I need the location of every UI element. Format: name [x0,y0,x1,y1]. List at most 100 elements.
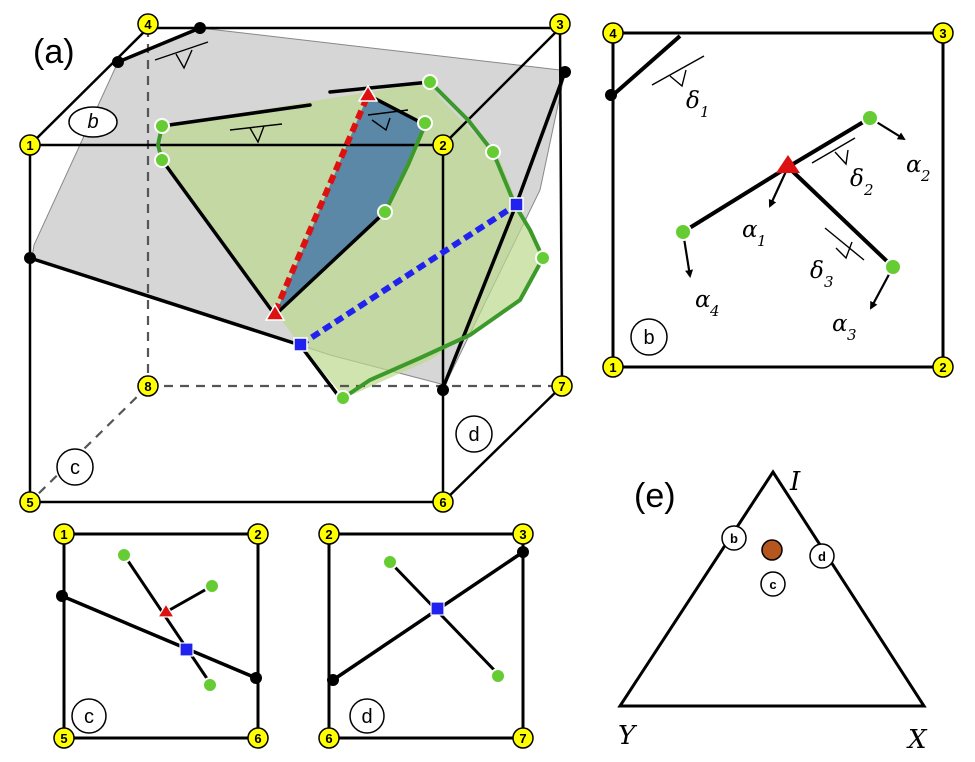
red-dashed-line [272,93,371,314]
svg-text:1: 1 [609,360,616,375]
red-triangle-marker [776,155,800,173]
svg-text:δ: δ [686,88,700,114]
corner-markers-c: 1 2 5 6 [53,523,269,749]
face-label-d: d [455,415,493,453]
panel-c: c 1 2 5 6 [53,523,269,749]
corner-1: 1 [19,134,41,156]
svg-text:1: 1 [60,527,67,542]
blue-plane [275,95,425,315]
vertex-right-label: X [906,725,928,755]
trace-lines [28,26,567,400]
svg-text:2: 2 [439,138,446,153]
panel-e-title: (e) [634,477,676,515]
svg-text:b: b [643,327,654,349]
panel-a-title: (a) [33,33,75,71]
red-triangle-marker [156,602,176,618]
panel-c-label: c [71,698,107,734]
corner-markers-a: 1 2 3 4 5 6 7 8 [19,13,573,513]
brown-point [761,539,783,561]
panel-b-label: b [630,318,668,356]
marker-b: b [721,525,747,551]
svg-text:5: 5 [26,495,33,510]
red-triangle-marker [264,303,286,321]
corner-7: 7 [551,375,573,397]
svg-text:α: α [695,287,711,313]
corner-5: 5 [19,491,41,513]
svg-text:6: 6 [254,731,261,746]
svg-text:8: 8 [144,379,151,394]
svg-text:α: α [906,152,922,178]
red-triangle-marker [357,84,379,102]
panel-d: d 2 3 6 7 [318,523,534,749]
corner-2: 2 [432,134,454,156]
corner-8: 8 [137,375,159,397]
blue-dashed-line [298,202,518,348]
corner-3: 3 [549,13,571,35]
surface-label-b: b [68,106,118,138]
svg-text:4: 4 [144,17,152,32]
svg-text:3: 3 [939,26,946,41]
svg-text:7: 7 [558,379,565,394]
marker-d: d [809,543,835,569]
svg-text:b: b [87,111,98,133]
svg-text:4: 4 [709,302,720,320]
svg-text:3: 3 [824,273,834,291]
svg-text:3: 3 [519,527,526,542]
svg-text:2: 2 [920,167,931,185]
corner-6: 6 [432,491,454,513]
svg-text:1: 1 [757,232,767,250]
black-nodes [24,22,571,396]
svg-text:5: 5 [60,731,67,746]
svg-text:d: d [361,706,372,728]
svg-text:α: α [832,311,848,337]
svg-text:4: 4 [609,26,617,41]
panel-b-frame [611,31,945,369]
vertex-top-label: I [789,467,801,497]
blue-square-marker [509,197,524,212]
corner-4: 4 [137,13,159,35]
svg-text:6: 6 [439,495,446,510]
blue-square-marker [430,601,445,616]
hidden-edges [29,28,562,503]
blue-square-marker [293,337,308,352]
corner-markers-b: 4 3 1 2 [602,22,954,378]
svg-text:δ: δ [810,258,824,284]
svg-text:α: α [742,217,758,243]
panel-e: (e) I Y X b c d [617,467,928,755]
panel-d-label: d [349,698,385,734]
svg-text:7: 7 [519,731,526,746]
face-label-c: c [56,448,94,486]
vertex-left-label: Y [618,721,638,751]
blue-square-marker [179,642,194,657]
svg-text:d: d [818,549,826,564]
dip-ticks [154,41,409,144]
svg-text:d: d [468,424,479,446]
svg-text:c: c [70,457,80,479]
marker-c: c [760,571,786,597]
svg-text:2: 2 [939,360,946,375]
svg-text:1: 1 [26,138,33,153]
svg-text:2: 2 [254,527,261,542]
svg-text:c: c [84,706,94,728]
svg-text:δ: δ [850,166,864,192]
svg-text:2: 2 [325,527,332,542]
svg-text:b: b [730,531,738,546]
svg-text:6: 6 [325,731,332,746]
panel-a: (a) [19,13,573,513]
green-nodes [154,74,551,406]
svg-text:3: 3 [847,326,857,344]
svg-text:1: 1 [700,103,710,121]
corner-markers-d: 2 3 6 7 [318,523,534,749]
svg-text:c: c [769,577,776,592]
trace-delta1 [611,34,682,97]
svg-text:3: 3 [556,17,563,32]
